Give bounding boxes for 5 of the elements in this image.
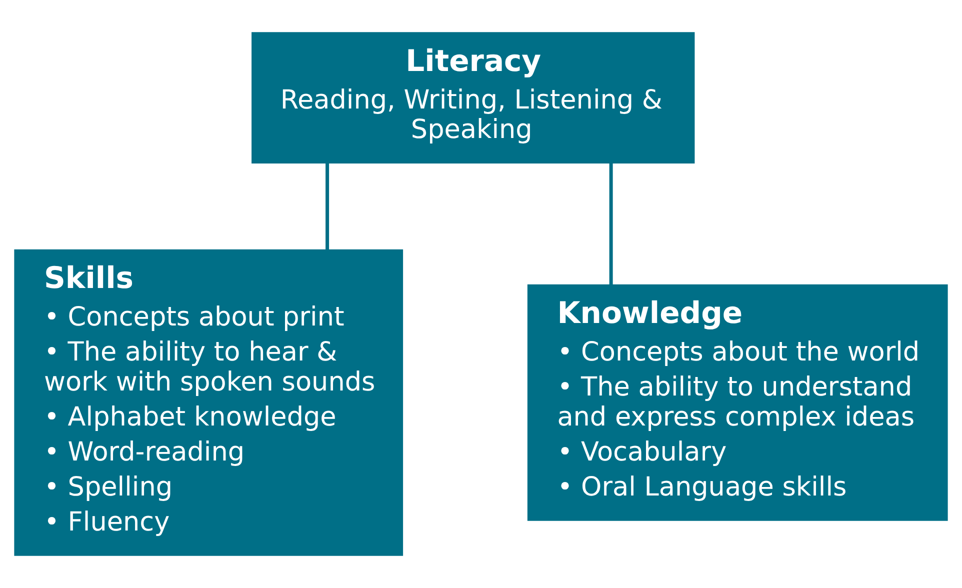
node-box: Knowledge • Concepts about the world • The ability to understand and express complex ideas • Vocabulary • Oral Language skills [527,284,948,521]
connector [326,163,330,250]
connector [609,163,613,286]
node-box: Skills • Concepts about print • The ability to hear & work with spoken sounds • Alphabet knowledge • Word-reading • Spelling • Fluency [14,249,404,556]
node-box: Literacy Reading, Writing, Listening & Speaking [252,32,695,164]
